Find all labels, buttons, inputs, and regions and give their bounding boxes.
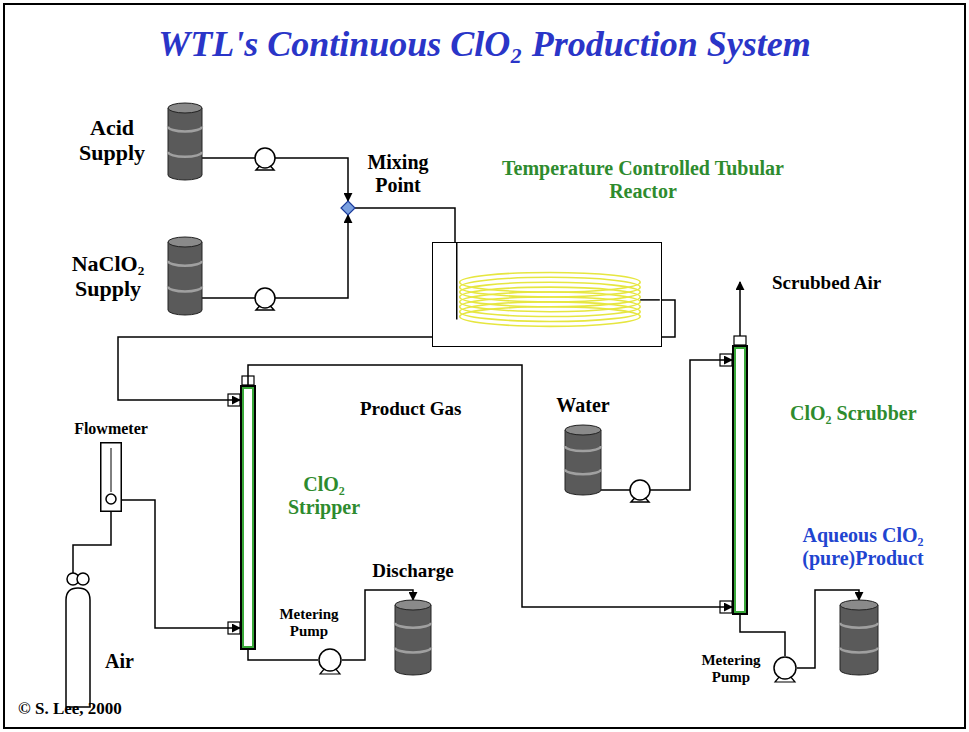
node-label: Water [543, 394, 623, 417]
pipe-connector [122, 500, 240, 628]
node-label: ClO₂ Scrubber [790, 402, 917, 425]
page-frame [3, 3, 966, 729]
node-label: Flowmeter [56, 420, 166, 438]
scrubber-column: ClO₂ Scrubber [732, 345, 748, 615]
node-label: Acid Supply [62, 115, 162, 166]
copyright-note: © S. Lee, 2000 [18, 699, 122, 719]
pipe-connector [202, 158, 348, 201]
metering-pump: Metering Pump [773, 656, 797, 680]
discharge-drum: Discharge [395, 600, 431, 675]
stripper-column: ClO₂ Stripper [240, 385, 256, 650]
node-label: Metering Pump [691, 652, 771, 687]
mixing-point: Mixing Point [341, 201, 355, 215]
discharge-drum-shape [395, 600, 431, 675]
diagram-title: WTL's Continuous ClO₂ Production System [0, 24, 969, 65]
node-label: Temperature Controlled Tubular Reactor [493, 157, 793, 203]
mixing-point-shape [341, 201, 355, 215]
supply-drum-shape [168, 237, 202, 315]
node-label: Discharge [363, 560, 463, 582]
pipe-connector [355, 208, 455, 242]
air-cylinder-shape [65, 572, 91, 708]
column-nozzle [228, 336, 746, 634]
supply-drum: Acid Supply [168, 103, 202, 180]
supply-drum: NaClO₂ Supply [168, 237, 202, 315]
metering-pump-shape [773, 656, 797, 680]
tubular-reactor: Temperature Controlled Tubular Reactor [432, 242, 662, 347]
flowmeter: Flowmeter [100, 442, 122, 512]
flowmeter-shape [100, 442, 122, 512]
metering-pump-shape [318, 648, 342, 672]
product-drum: Aqueous ClO₂ (pure)Product [840, 600, 878, 675]
pipe-connector [740, 615, 785, 656]
node-label: Mixing Point [357, 151, 439, 197]
node-label: ClO₂ Stripper [276, 473, 372, 519]
supply-drum-shape [168, 103, 202, 180]
pipe-connector [248, 365, 732, 607]
node-label: NaClO₂ Supply [52, 251, 164, 302]
pipe-connector [248, 650, 318, 660]
tubular-reactor-shape [433, 243, 661, 346]
product-drum-shape [840, 600, 878, 675]
node-label: Metering Pump [268, 606, 350, 641]
pipe-connector [73, 512, 111, 573]
pipe-connector [202, 215, 348, 298]
water-drum: Water [565, 425, 601, 495]
pipe-connector [601, 360, 732, 490]
air-cylinder: Air [65, 572, 91, 708]
node-label: Air [105, 650, 134, 673]
vent-label: Scrubbed Air [772, 272, 881, 294]
node-label: Aqueous ClO₂ (pure)Product [783, 524, 943, 570]
water-drum-shape [565, 425, 601, 495]
metering-pump: Metering Pump [318, 648, 342, 672]
vent-arrow [739, 282, 741, 336]
edge-label: Product Gas [360, 398, 462, 420]
